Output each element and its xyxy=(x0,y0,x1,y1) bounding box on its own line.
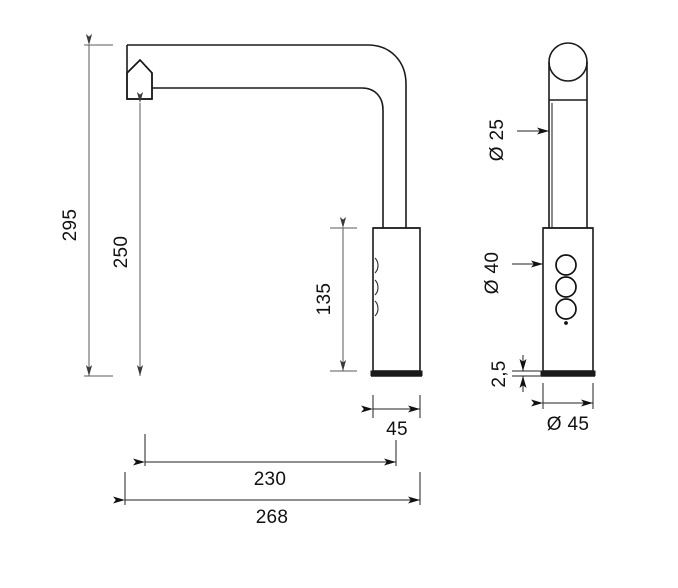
control-button-2[interactable] xyxy=(555,276,577,298)
spout-inner-profile xyxy=(152,87,384,228)
dim-label-230: 230 xyxy=(254,469,287,490)
dim-label-d40: Ø 40 xyxy=(482,252,503,294)
sensor-indicator-dot xyxy=(564,321,568,325)
aerator-outlet-shape xyxy=(126,45,153,100)
dim-label-268: 268 xyxy=(256,507,289,528)
dimension-body-width: 45 xyxy=(361,395,421,440)
dim-label-135: 135 xyxy=(314,283,335,316)
side-view-geometry xyxy=(126,44,423,377)
dimension-spout-diameter: Ø 25 xyxy=(487,119,549,161)
dimension-body-diameter-upper: Ø 40 xyxy=(482,252,543,294)
dimension-body-height: 135 xyxy=(314,217,357,372)
aerator-outlet-body xyxy=(126,58,153,100)
base-plate-side xyxy=(370,370,423,376)
spout-outer-profile xyxy=(127,44,407,228)
spout-outlet-circle xyxy=(548,42,588,82)
base-plate-front xyxy=(540,370,596,376)
button-edge-1 xyxy=(374,257,379,274)
body-cylinder-side xyxy=(372,227,421,372)
dim-label-250: 250 xyxy=(111,236,132,269)
dim-label-d45: Ø 45 xyxy=(547,414,589,435)
dimension-spout-reach: 230 xyxy=(133,434,397,490)
front-view-geometry xyxy=(540,42,596,377)
button-edge-2 xyxy=(374,279,379,296)
button-edge-3 xyxy=(374,300,379,317)
dimension-base-diameter: Ø 45 xyxy=(531,383,594,435)
dim-label-25: 2,5 xyxy=(489,360,510,387)
dim-label-45: 45 xyxy=(386,419,408,440)
dimension-base-thickness: 2,5 xyxy=(489,355,541,392)
control-button-3[interactable] xyxy=(555,298,577,320)
dimension-overall-height: 295 xyxy=(60,34,113,377)
dimension-overall-depth: 268 xyxy=(113,472,421,528)
dimension-spout-height: 250 xyxy=(111,92,144,376)
control-button-1[interactable] xyxy=(555,254,577,276)
dim-label-295: 295 xyxy=(60,209,81,242)
dim-label-d25: Ø 25 xyxy=(487,119,508,161)
